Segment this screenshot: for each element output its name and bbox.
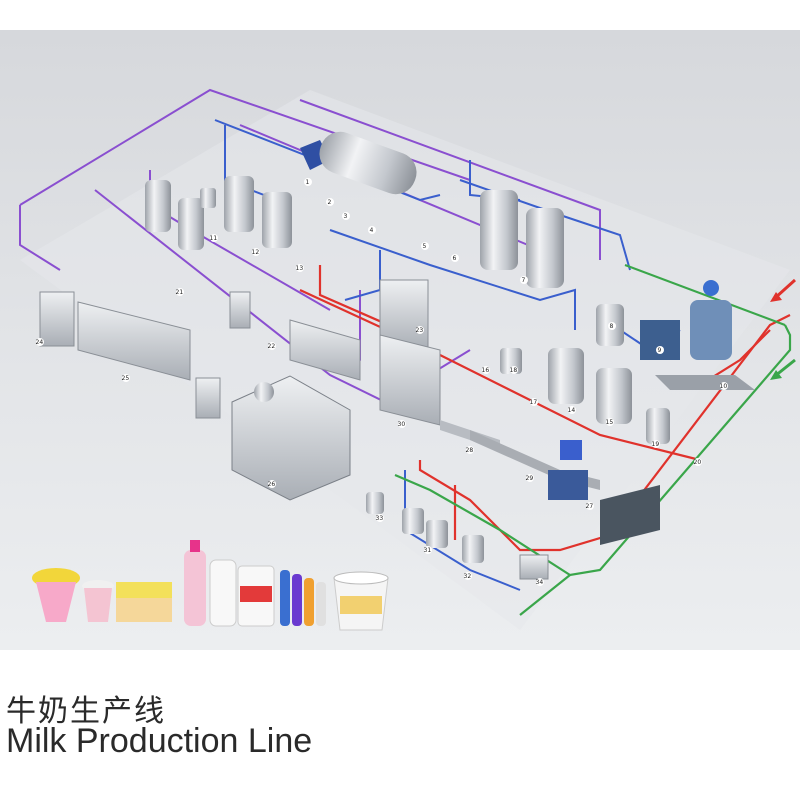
green-inlet-arrow bbox=[770, 358, 796, 380]
conveyor-packaging bbox=[440, 420, 660, 545]
red-inlet-arrow bbox=[770, 278, 797, 302]
label-4: 4 bbox=[370, 227, 374, 234]
label-16: 16 bbox=[482, 367, 490, 374]
label-20: 20 bbox=[694, 459, 702, 466]
milk-tanker-truck bbox=[300, 131, 417, 195]
label-15: 15 bbox=[606, 419, 614, 426]
label-12: 12 bbox=[252, 249, 260, 256]
label-3: 3 bbox=[344, 213, 348, 220]
mixing-tanks-left bbox=[145, 176, 292, 250]
caption-chinese-title: 牛奶生产线 bbox=[6, 694, 166, 729]
white-bottle-4pack bbox=[209, 559, 275, 627]
label-1: 1 bbox=[306, 179, 310, 186]
cip-tanks bbox=[366, 492, 549, 580]
label-14: 14 bbox=[568, 407, 576, 414]
label-2: 2 bbox=[328, 199, 332, 206]
yogurt-cup bbox=[82, 580, 114, 622]
label-17: 17 bbox=[530, 399, 538, 406]
label-19: 19 bbox=[652, 441, 660, 448]
label-6: 6 bbox=[453, 255, 457, 262]
diagram-canvas: 1 2 3 4 5 6 7 8 9 10 11 12 13 14 15 16 1… bbox=[19, 88, 797, 631]
strawberry-bottle bbox=[184, 540, 206, 626]
label-29: 29 bbox=[526, 475, 534, 482]
label-9: 9 bbox=[658, 347, 662, 354]
label-32: 32 bbox=[464, 573, 472, 580]
small-bottles bbox=[280, 570, 326, 626]
label-21: 21 bbox=[176, 289, 184, 296]
storage-silos bbox=[480, 190, 564, 288]
cup-filling-machine bbox=[39, 291, 221, 419]
label-23: 23 bbox=[416, 327, 424, 334]
bottle-filling-machine bbox=[231, 375, 351, 501]
label-8: 8 bbox=[610, 323, 614, 330]
label-22: 22 bbox=[268, 343, 276, 350]
product-samples bbox=[32, 540, 389, 631]
label-13: 13 bbox=[296, 265, 304, 272]
caption-english-title: Milk Production Line bbox=[6, 722, 313, 760]
process-tanks-right bbox=[500, 304, 680, 444]
label-33: 33 bbox=[376, 515, 384, 522]
label-27: 27 bbox=[586, 503, 594, 510]
label-5: 5 bbox=[423, 243, 427, 250]
agitator-tank bbox=[655, 280, 755, 390]
label-24: 24 bbox=[36, 339, 44, 346]
label-11: 11 bbox=[210, 235, 218, 242]
yogurt-bucket bbox=[333, 571, 389, 631]
label-7: 7 bbox=[522, 277, 526, 284]
label-10: 10 bbox=[720, 383, 728, 390]
label-28: 28 bbox=[466, 447, 474, 454]
label-34: 34 bbox=[536, 579, 544, 586]
label-26: 26 bbox=[268, 481, 276, 488]
label-31: 31 bbox=[424, 547, 432, 554]
production-line-diagram: 1 2 3 4 5 6 7 8 9 10 11 12 13 14 15 16 1… bbox=[0, 30, 800, 650]
yogurt-4pack bbox=[116, 582, 172, 622]
label-30: 30 bbox=[398, 421, 406, 428]
jelly-cup bbox=[32, 568, 80, 622]
sterilizer-unit bbox=[229, 279, 441, 426]
equipment-labels: 1 2 3 4 5 6 7 8 9 10 11 12 13 14 15 16 1… bbox=[36, 178, 728, 586]
label-18: 18 bbox=[510, 367, 518, 374]
label-25: 25 bbox=[122, 375, 130, 382]
green-pipes bbox=[394, 263, 792, 616]
